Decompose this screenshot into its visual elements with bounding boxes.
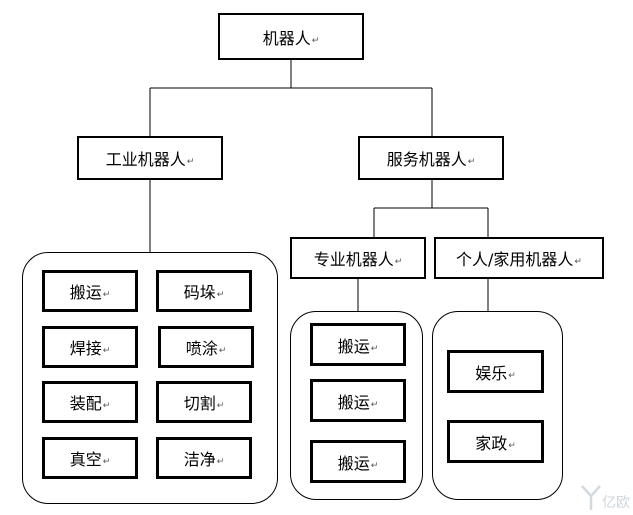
paragraph-mark: ↵ [216, 290, 225, 300]
paragraph-mark: ↵ [102, 457, 111, 467]
industrial-item: 喷涂↵ [158, 326, 254, 368]
paragraph-mark: ↵ [508, 440, 516, 451]
paragraph-mark: ↵ [370, 399, 379, 410]
professional-item-label: 搬运 [337, 392, 370, 412]
industrial-item-label: 喷涂 [185, 339, 218, 358]
professional-item-label: 搬运 [337, 453, 370, 473]
industrial-item: 焊接↵ [42, 326, 138, 368]
professional-item: 搬运↵ [310, 323, 406, 366]
industrial-item: 切割↵ [156, 381, 252, 423]
professional-robot-node: 专业机器人↵ [290, 237, 426, 279]
professional-item-label: 搬运 [337, 336, 370, 356]
industrial-item: 真空↵ [42, 437, 138, 479]
paragraph-mark: ↵ [216, 401, 225, 411]
paragraph-mark: ↵ [102, 290, 111, 300]
industrial-robot-node: 工业机器人↵ [77, 136, 223, 180]
industrial-item: 装配↵ [42, 381, 138, 423]
industrial-item-label: 真空 [69, 450, 102, 469]
industrial-item-label: 洁净 [183, 450, 216, 469]
paragraph-mark: ↵ [574, 257, 582, 267]
industrial-item: 码垛↵ [156, 270, 252, 312]
personal-item: 家政↵ [447, 420, 544, 463]
paragraph-mark: ↵ [186, 157, 195, 167]
paragraph-mark: ↵ [467, 157, 476, 167]
watermark: 亿欧 [570, 460, 630, 512]
paragraph-mark: ↵ [370, 460, 379, 471]
paragraph-mark: ↵ [394, 257, 403, 267]
industrial-item: 搬运↵ [42, 270, 138, 312]
personal-item-label: 娱乐 [475, 363, 508, 383]
service-robot-node: 服务机器人↵ [358, 136, 504, 180]
paragraph-mark: ↵ [102, 346, 111, 356]
watermark-logo-icon [581, 485, 601, 510]
service-robot-label: 服务机器人 [386, 150, 467, 169]
professional-item: 搬运↵ [310, 440, 406, 483]
paragraph-mark: ↵ [311, 35, 320, 46]
industrial-item-label: 码垛 [183, 283, 216, 302]
personal-robot-label: 个人/家用机器人 [456, 250, 574, 269]
paragraph-mark: ↵ [218, 346, 227, 356]
industrial-item: 洁净↵ [156, 437, 252, 479]
industrial-item-label: 装配 [69, 394, 102, 413]
industrial-item-label: 切割 [183, 394, 216, 413]
paragraph-mark: ↵ [102, 401, 111, 411]
personal-item: 娱乐↵ [447, 350, 544, 393]
root-node: 机器人↵ [218, 13, 364, 60]
personal-item-label: 家政 [475, 433, 508, 453]
paragraph-mark: ↵ [216, 457, 225, 467]
personal-items-group [432, 311, 563, 500]
paragraph-mark: ↵ [370, 343, 379, 354]
watermark-text: 亿欧 [602, 495, 630, 511]
industrial-item-label: 焊接 [69, 339, 102, 358]
professional-item: 搬运↵ [310, 379, 406, 422]
personal-robot-node: 个人/家用机器人↵ [434, 237, 604, 279]
root-label: 机器人 [262, 28, 311, 48]
paragraph-mark: ↵ [508, 370, 516, 381]
professional-robot-label: 专业机器人 [313, 250, 394, 269]
industrial-robot-label: 工业机器人 [105, 150, 186, 169]
industrial-item-label: 搬运 [69, 283, 102, 302]
